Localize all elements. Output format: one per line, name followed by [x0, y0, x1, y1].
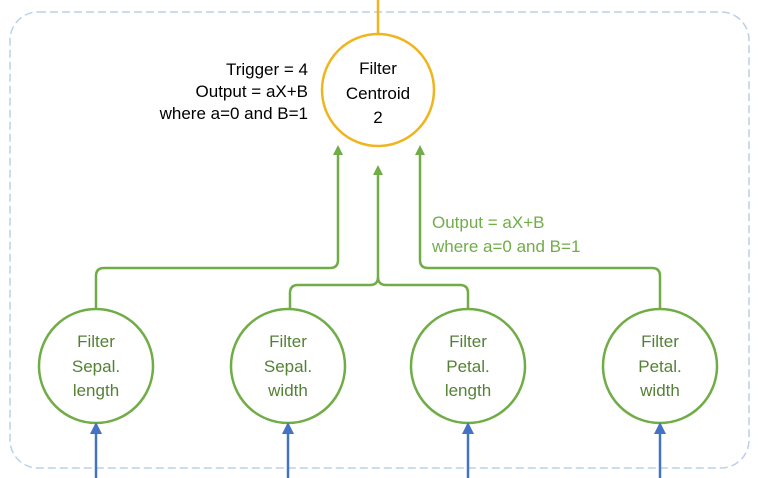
output-formula-text: Output = aX+B	[195, 82, 308, 101]
filter-label-line: length	[444, 381, 492, 400]
group-container	[9, 11, 750, 469]
filter-label-line: width	[640, 381, 680, 400]
edge-parameters-text: where a=0 and B=1	[432, 237, 581, 256]
filter-label-line: Petal.	[446, 356, 490, 376]
filter-label-line: Filter	[77, 332, 115, 351]
edge-petal-width-to-centroid	[415, 145, 662, 308]
filter-label-line: Filter	[641, 332, 679, 351]
filter-label-line: width	[268, 381, 308, 400]
filter-label-line: length	[72, 381, 120, 400]
centroid-label-line-2: Centroid	[345, 83, 411, 103]
filter-label-petal-width: Filter Petal. width	[604, 330, 716, 404]
parameters-text: where a=0 and B=1	[159, 104, 308, 123]
centroid-label-line-1: Filter	[359, 59, 397, 78]
edge-sepal-length-to-centroid	[94, 145, 343, 308]
trigger-text: Trigger = 4	[225, 60, 308, 79]
filter-label-sepal-length: Filter Sepal. length	[40, 330, 152, 404]
filter-label-line: Filter	[449, 332, 487, 351]
centroid-annotation: Trigger = 4 Output = aX+B where a=0 and …	[100, 59, 308, 125]
filter-label-sepal-width: Filter Sepal. width	[232, 330, 344, 404]
centroid-node	[320, 32, 436, 148]
edge-petal-length-to-centroid	[373, 165, 470, 308]
edge-annotation: Output = aX+B where a=0 and B=1	[432, 211, 580, 259]
filter-label-petal-length: Filter Petal. length	[412, 330, 524, 404]
filter-label-line: Petal.	[638, 356, 682, 376]
filter-label-line: Filter	[269, 332, 307, 351]
filter-label-line: Sepal.	[71, 356, 121, 376]
centroid-label-line-3: 2	[373, 108, 383, 127]
edge-output-formula-text: Output = aX+B	[432, 213, 545, 232]
edge-sepal-width-to-centroid	[288, 276, 380, 308]
filter-label-line: Sepal.	[263, 356, 313, 376]
centroid-label: Filter Centroid 2	[322, 57, 434, 131]
